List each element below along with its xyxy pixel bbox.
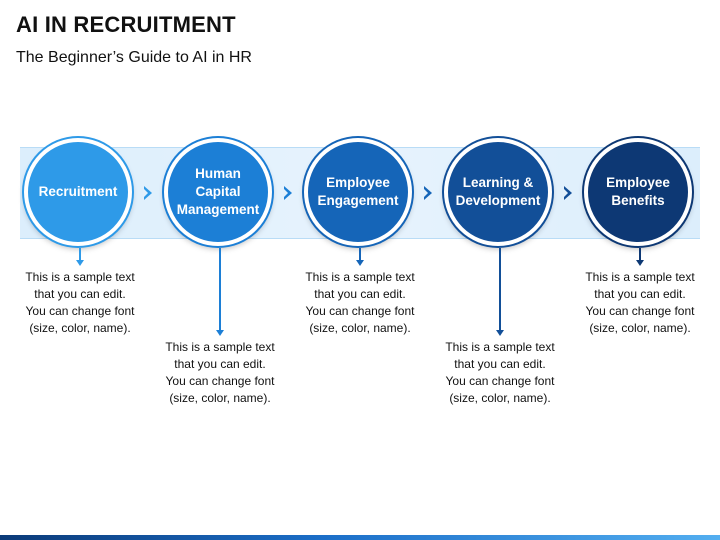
step-label: Recruitment	[38, 184, 118, 199]
step-description: This is a sample text that you can edit.…	[305, 270, 415, 335]
connector-line	[219, 248, 221, 332]
step-label: Human Capital Management	[176, 166, 260, 217]
chevron-right-icon	[143, 186, 152, 200]
step-circle-learning: Learning & Development	[444, 138, 552, 246]
step-label: Employee Engagement	[317, 175, 399, 208]
arrow-down-icon	[76, 260, 84, 266]
step-circle-engagement: Employee Engagement	[304, 138, 412, 246]
connector-line	[639, 248, 641, 262]
step-description: This is a sample text that you can edit.…	[585, 270, 695, 335]
chevron-right-icon	[563, 186, 572, 200]
arrow-down-icon	[216, 330, 224, 336]
step-description: This is a sample text that you can edit.…	[165, 340, 275, 405]
arrow-down-icon	[636, 260, 644, 266]
connector-line	[499, 248, 501, 332]
step-label: Learning & Development	[455, 175, 541, 208]
step-circle-benefits: Employee Benefits	[584, 138, 692, 246]
slide-title: AI IN RECRUITMENT	[16, 12, 236, 37]
step-label: Employee Benefits	[606, 175, 670, 208]
step-description: This is a sample text that you can edit.…	[25, 270, 135, 335]
connector-line	[359, 248, 361, 262]
footer-bar	[0, 535, 720, 540]
chevron-right-icon	[423, 186, 432, 200]
step-circle-recruitment: Recruitment	[24, 138, 132, 246]
step-circle-human-capital: Human Capital Management	[164, 138, 272, 246]
arrow-down-icon	[496, 330, 504, 336]
arrow-down-icon	[356, 260, 364, 266]
chevron-right-icon	[283, 186, 292, 200]
step-description: This is a sample text that you can edit.…	[445, 340, 555, 405]
connector-line	[79, 248, 81, 262]
slide-subtitle: The Beginner’s Guide to AI in HR	[16, 49, 252, 66]
